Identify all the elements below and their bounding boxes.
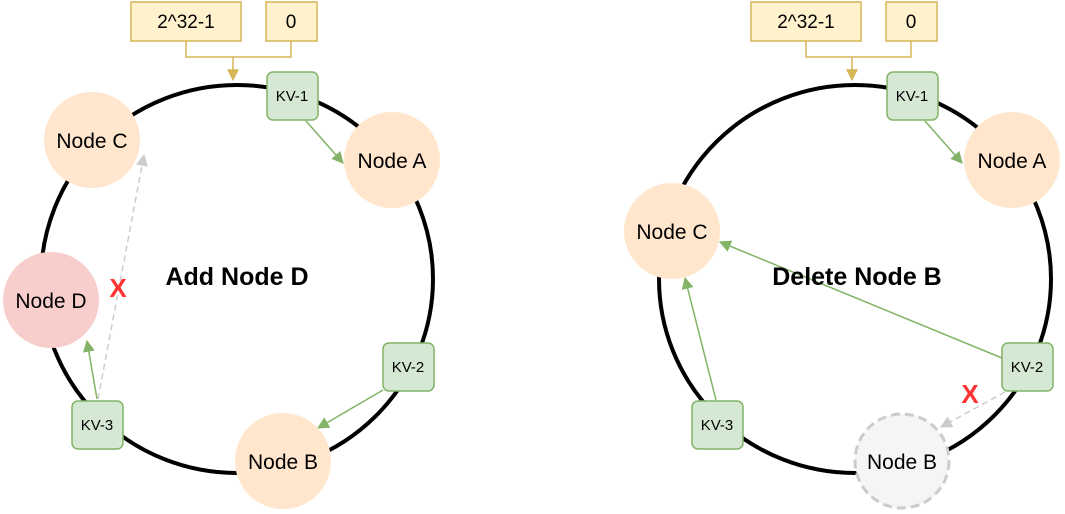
kv3-label: KV-3 xyxy=(701,417,734,434)
kv2-box: KV-2 xyxy=(1001,342,1054,392)
kv2-label: KV-2 xyxy=(392,359,425,376)
node-a: Node A xyxy=(344,112,440,208)
node-b: Node B xyxy=(235,413,331,509)
kv1-label: KV-1 xyxy=(276,88,309,105)
kv3-to-node-c-arrow xyxy=(681,276,717,401)
kv3-label: KV-3 xyxy=(81,417,114,434)
kv1-box: KV-1 xyxy=(266,71,319,121)
node-d-label: Node D xyxy=(15,290,86,313)
node-b-label: Node B xyxy=(248,451,318,474)
kv2-to-node-b-dashed-arrow xyxy=(939,391,1006,428)
node-c-label: Node C xyxy=(56,130,127,153)
range-zero-box: 0 xyxy=(265,1,318,42)
node-b-removed: Node B xyxy=(853,412,951,510)
node-a-label: Node A xyxy=(978,150,1047,173)
kv2-to-node-b-arrow xyxy=(316,389,384,429)
kv1-to-node-a-arrow xyxy=(305,120,344,164)
node-a: Node A xyxy=(964,112,1060,208)
range-connector xyxy=(185,41,292,58)
node-c-label: Node C xyxy=(636,221,707,244)
node-c: Node C xyxy=(624,183,720,279)
kv3-box: KV-3 xyxy=(691,400,744,450)
range-max-box: 2^32-1 xyxy=(130,1,242,42)
kv2-to-node-c-arrow xyxy=(718,240,1003,359)
kv3-box: KV-3 xyxy=(71,400,124,450)
diagram-title-delete: Delete Node B xyxy=(772,263,941,291)
range-max-label: 2^32-1 xyxy=(777,12,835,33)
kv2-box: KV-2 xyxy=(382,342,435,392)
kv1-to-node-a-arrow xyxy=(924,120,963,164)
kv2-label: KV-2 xyxy=(1011,359,1044,376)
node-c: Node C xyxy=(44,92,140,188)
range-connector xyxy=(805,41,912,58)
range-zero-box: 0 xyxy=(885,1,938,42)
range-zero-label: 0 xyxy=(286,12,297,33)
node-b-label: Node B xyxy=(867,451,937,474)
kv3-to-node-d-arrow xyxy=(82,339,98,400)
range-max-label: 2^32-1 xyxy=(157,12,215,33)
right-diagram: 2^32-1 0 Node C Node A Node B KV-1 xyxy=(624,1,1060,510)
range-max-box: 2^32-1 xyxy=(750,1,862,42)
node-a-label: Node A xyxy=(358,150,427,173)
kv3-to-node-c-dashed-arrow xyxy=(97,153,148,400)
x-mark-icon: X xyxy=(961,379,979,409)
x-mark-icon: X xyxy=(109,273,127,303)
left-diagram: 2^32-1 0 Node C Node A Node D Node B xyxy=(3,1,440,509)
kv1-label: KV-1 xyxy=(896,88,929,105)
node-d: Node D xyxy=(3,252,99,348)
hash-ring xyxy=(657,83,1053,475)
kv1-box: KV-1 xyxy=(886,71,939,121)
range-zero-label: 0 xyxy=(906,12,917,33)
diagram-title-add: Add Node D xyxy=(165,263,308,291)
